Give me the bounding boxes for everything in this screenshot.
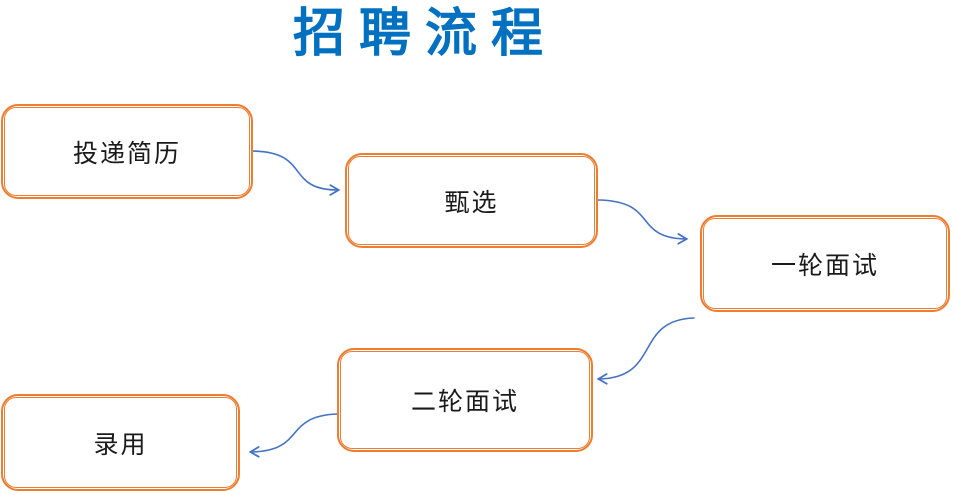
node-hire[interactable]: 录用 (1, 394, 240, 491)
node-screening[interactable]: 甄选 (345, 153, 598, 248)
connector-first-interview-to-second-interview (596, 317, 695, 385)
node-screening-label: 甄选 (444, 189, 499, 217)
node-second-interview[interactable]: 二轮面试 (337, 348, 593, 452)
node-submit-resume-label: 投递简历 (72, 140, 181, 168)
connector-submit-to-screening (252, 150, 341, 196)
node-first-interview[interactable]: 一轮面试 (700, 215, 950, 312)
node-hire-label: 录用 (93, 431, 148, 459)
node-first-interview-label: 一轮面试 (770, 252, 879, 280)
node-submit-resume[interactable]: 投递简历 (1, 104, 253, 199)
connector-second-interview-to-hire (248, 413, 338, 458)
connector-screening-to-first-interview (597, 199, 689, 245)
diagram-title: 招聘流程 (293, 5, 558, 63)
node-second-interview-label: 二轮面试 (410, 389, 519, 416)
